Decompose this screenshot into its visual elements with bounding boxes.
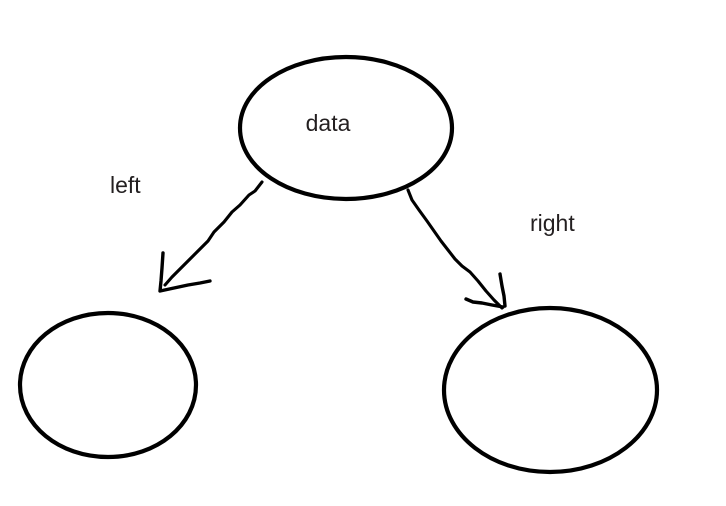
left-child-ellipse-shape [17, 310, 199, 460]
edge-left-pointer[interactable]: left [110, 172, 264, 293]
edge-right-pointer[interactable]: right [406, 188, 575, 310]
node-root[interactable]: data [237, 54, 455, 202]
edge-right-label: right [530, 210, 575, 236]
edge-right-arrow-shaft [406, 188, 504, 310]
root-node-label: data [306, 110, 351, 136]
edge-right-arrowhead-barb [464, 297, 505, 309]
edge-left-label: left [110, 172, 141, 198]
right-child-ellipse-shape [441, 305, 660, 475]
edge-left-arrowhead [158, 251, 212, 293]
root-ellipse-shape [237, 54, 455, 202]
node-left-child[interactable] [17, 310, 199, 460]
edge-left-arrow-shaft [163, 180, 264, 287]
node-right-child[interactable] [441, 305, 660, 475]
edge-right-arrowhead [498, 272, 507, 308]
